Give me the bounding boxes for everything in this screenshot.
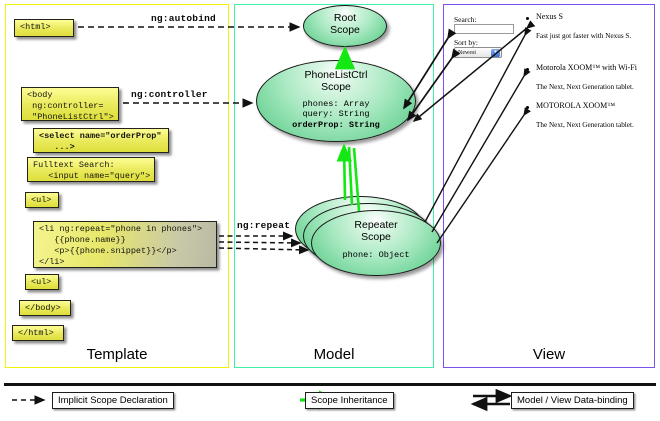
column-label-model: Model — [313, 346, 355, 363]
sort-label: Sort by: — [454, 38, 478, 47]
scope-prop-phone: phone: Object — [342, 250, 410, 260]
legend-item-implicit-scope-declaration: Implicit Scope Declaration — [52, 392, 174, 409]
code-box-body-close: </body> — [19, 300, 71, 316]
column-label-view: View — [532, 346, 566, 363]
scope-title-phonelistctrl: PhoneListCtrl Scope — [304, 69, 368, 94]
scope-title-repeater: Repeater Scope — [354, 219, 398, 244]
list-bullet — [526, 106, 529, 109]
code-box-html-open: <html> — [14, 19, 74, 37]
chevron-down-icon[interactable]: ▾ — [491, 49, 500, 57]
scope-prop-orderprop: orderProp: String — [292, 119, 380, 130]
legend-divider — [4, 383, 656, 386]
scope-props-phonelistctrl: phones: Array query: String orderProp: S… — [256, 99, 416, 130]
arrow-label-ng-controller: ng:controller — [130, 89, 209, 100]
phone-name: Motorola XOOM™ with Wi-Fi — [536, 63, 637, 72]
list-bullet — [526, 68, 529, 71]
code-box-html-close: </html> — [12, 325, 64, 341]
scope-title-root: Root Scope — [330, 12, 360, 37]
phone-name: Nexus S — [536, 12, 563, 21]
code-box-ul-close: <ul> — [25, 274, 59, 290]
sort-select[interactable]: Newest ▾ — [454, 47, 502, 58]
legend-item-model-view-data-binding: Model / View Data-binding — [511, 392, 634, 409]
column-model: Model — [234, 4, 434, 368]
search-input[interactable] — [454, 24, 514, 34]
phone-name: MOTOROLA XOOM™ — [536, 101, 616, 110]
legend-glyph-databinding — [470, 388, 513, 412]
phone-snippet: The Next, Next Generation tablet. — [536, 83, 634, 91]
phone-snippet: The Next, Next Generation tablet. — [536, 121, 634, 129]
code-box-li-ngrepeat: <li ng:repeat="phone in phones"> {{phone… — [33, 221, 217, 268]
code-box-body-open: <body ng:controller= "PhoneListCtrl"> — [21, 87, 119, 122]
arrow-label-ng-autobind: ng:autobind — [150, 13, 217, 24]
column-view: View — [443, 4, 655, 368]
scope-ellipse-repeater — [311, 210, 441, 276]
code-box-fulltext-search: Fulltext Search: <input name="query"> — [27, 157, 155, 182]
scope-props-repeater: phone: Object — [311, 250, 441, 260]
legend-item-scope-inheritance: Scope Inheritance — [305, 392, 394, 409]
list-bullet — [526, 17, 529, 20]
code-box-ul-open: <ul> — [25, 192, 59, 208]
search-label: Search: — [454, 15, 477, 24]
sort-select-value: Newest — [458, 50, 476, 56]
phone-snippet: Fast just got faster with Nexus S. — [536, 32, 632, 40]
arrow-label-ng-repeat: ng:repeat — [236, 220, 292, 231]
code-box-select-orderprop: <select name="orderProp" ...> — [33, 128, 169, 153]
scope-prop-query: query: String — [302, 109, 370, 120]
scope-prop-phones: phones: Array — [302, 99, 370, 109]
column-label-template: Template — [86, 346, 148, 363]
